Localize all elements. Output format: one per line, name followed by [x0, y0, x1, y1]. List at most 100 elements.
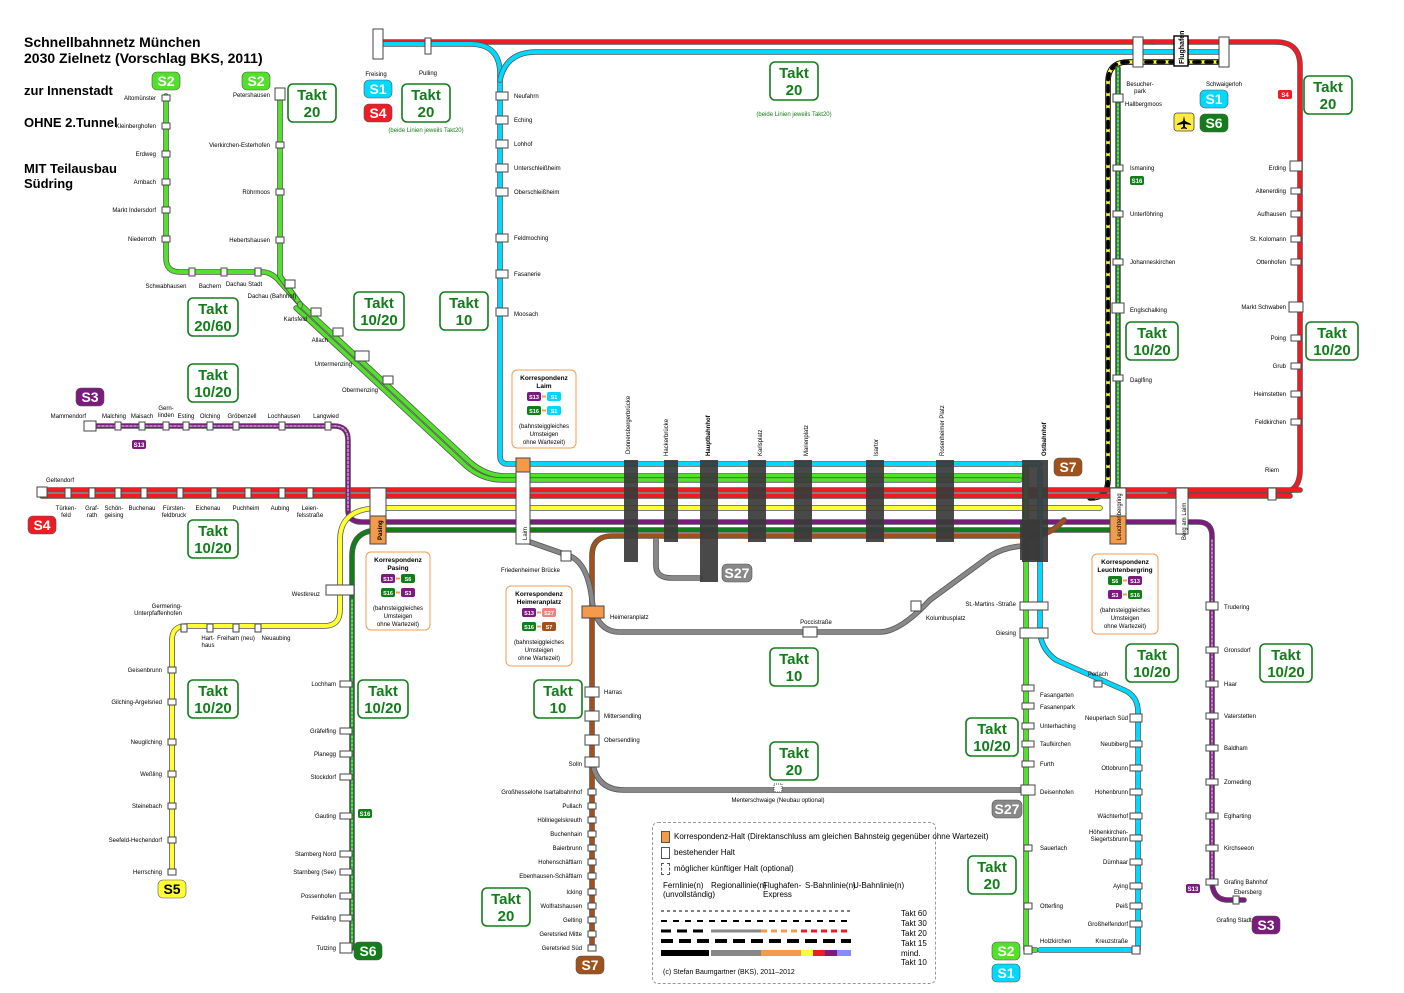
station-marker-43: [210, 487, 218, 499]
station-marker-120: [1232, 895, 1240, 905]
badge-s27-center-bg: [721, 563, 753, 583]
label-gilching: Gilching-Argelsried: [111, 700, 162, 706]
station-marker-99: [1093, 680, 1103, 688]
station-marker-129: [1289, 160, 1303, 172]
s5-herrsching-outline: [169, 505, 1103, 875]
station-marker-59: [339, 680, 353, 688]
korr-pasing-pair0-b: [401, 574, 415, 583]
label-malching: Malching: [102, 414, 126, 420]
label-line: park: [1134, 89, 1147, 95]
korr-heimeranplatz-title: Korrespondenz: [515, 591, 563, 598]
station-marker-60: [339, 727, 353, 735]
badge-s4-freising: S4: [363, 103, 393, 123]
station-marker-37: [36, 486, 48, 498]
station-marker-119: [1205, 878, 1219, 886]
takt-s3-trudering-value: 10/20: [1267, 664, 1305, 681]
badge-s3-ebersberg: S3: [1251, 915, 1281, 935]
korr-heimeranplatz-note0: (bahnsteiggleiches: [514, 640, 564, 646]
label-johanneskirchen: Johanneskirchen: [1130, 260, 1175, 266]
station-laim-korr: [515, 457, 531, 473]
station-marker-69: [584, 686, 600, 698]
station-marker-79: [587, 872, 597, 880]
badge-s3-ebersberg-text: S3: [1257, 917, 1274, 933]
station-bergamlaim: [1175, 487, 1189, 535]
label-kirchseeon: Kirchseeon: [1224, 846, 1254, 852]
label-harthaus: Hart-haus: [201, 636, 214, 649]
badge-s6-tutzing-text: S6: [359, 943, 376, 959]
badge-s1-freising: S1: [363, 79, 393, 99]
label-englschalking: Englschalking: [1130, 308, 1167, 314]
no-tunnel-note: OHNE 2.Tunnel: [24, 115, 118, 130]
takt-s3-trudering-word: Takt: [1271, 647, 1301, 664]
korr-laim-pair0-a: [527, 392, 541, 401]
label-fasangarten: Fasangarten: [1040, 693, 1074, 699]
station-marker-87: [910, 600, 922, 612]
label-karlsfeld: Karlsfeld: [284, 317, 307, 323]
label-unterhaching: Unterhaching: [1040, 724, 1076, 730]
legend-col-fern: Fernlinie(n) (unvollständig): [663, 881, 716, 899]
label-possenhofen: Possenhofen: [301, 894, 336, 900]
station-marker-85: [560, 550, 572, 562]
korr-swatch-icon: [661, 831, 670, 843]
label-esting: Esting: [178, 414, 195, 420]
station-marker-94: [1021, 760, 1035, 768]
badge-s4-small-text: S4: [1281, 93, 1289, 99]
korr-leuchtenbergring-pair0-a: [1108, 576, 1122, 585]
badge-s2-holzkirchen-bg: [991, 941, 1021, 961]
label-petershausen: Petershausen: [233, 93, 270, 99]
page-title-block: Schnellbahnnetz München 2030 Zielnetz (V…: [24, 34, 263, 66]
station-marker-22: [495, 139, 509, 149]
label-icking: Icking: [566, 890, 582, 896]
station-marker-76: [587, 830, 597, 838]
badge-s7-wolfratshausen: S7: [575, 955, 605, 975]
station-marker-114: [1205, 712, 1219, 720]
label-aubing: Aubing: [271, 506, 290, 512]
station-marker-130: [1290, 187, 1302, 195]
label-holzkirchen: Holzkirchen: [1040, 939, 1071, 945]
badge-s5-herrsching-text: S5: [163, 881, 180, 897]
label-obersendling: Obersendling: [604, 738, 640, 744]
s3-west-dots: [89, 425, 349, 511]
label-hbf: Hauptbahnhof: [706, 414, 712, 456]
label-oberschleissheim: Oberschleißheim: [514, 190, 559, 196]
badge-s6-tutzing: S6: [353, 941, 383, 961]
label-wolfratshausen: Wolfratshausen: [540, 904, 582, 910]
station-marker-28: [83, 420, 97, 432]
label-gauting: Gauting: [315, 814, 336, 820]
block-karlsplatz: [748, 460, 766, 542]
takt-s7-harras-value: 10: [550, 700, 567, 717]
station-marker-34: [232, 421, 240, 431]
station-marker-132: [1290, 235, 1302, 243]
takt-s2-sauerlach-value: 20: [984, 876, 1001, 893]
label-giesing: Giesing: [996, 631, 1016, 637]
korr-heimeranplatz-pair0-a: [522, 608, 536, 617]
station-marker-93: [1021, 740, 1035, 748]
station-marker-17: [382, 375, 394, 385]
label-geretsried_mitte: Geretsried Mitte: [539, 932, 582, 938]
label-furth: Furth: [1040, 762, 1054, 768]
badge-s1-airport: S1: [1199, 89, 1229, 109]
station-marker-44: [244, 487, 252, 499]
station-marker-50: [232, 623, 240, 633]
label-hebertshausen: Hebertshausen: [229, 238, 270, 244]
badge-s27-deisenhofen-bg: [991, 799, 1023, 819]
station-marker-67: [339, 914, 353, 922]
station-marker-84: [587, 944, 597, 952]
station-marker-75: [587, 816, 597, 824]
korr-leuchtenbergring-title: Korrespondenz: [1101, 559, 1149, 566]
korr-pasing-pair1-b: [401, 588, 415, 597]
station-marker-42: [176, 487, 184, 499]
station-marker-40: [114, 487, 122, 499]
central-station-blocks: [624, 460, 1048, 582]
label-groebenzell: Gröbenzell: [227, 414, 256, 420]
station-marker-95: [1020, 784, 1036, 796]
label-hohenbrunn: Hohenbrunn: [1095, 790, 1128, 796]
label-perlach: Perlach: [1088, 672, 1108, 678]
station-marker-78: [587, 858, 597, 866]
